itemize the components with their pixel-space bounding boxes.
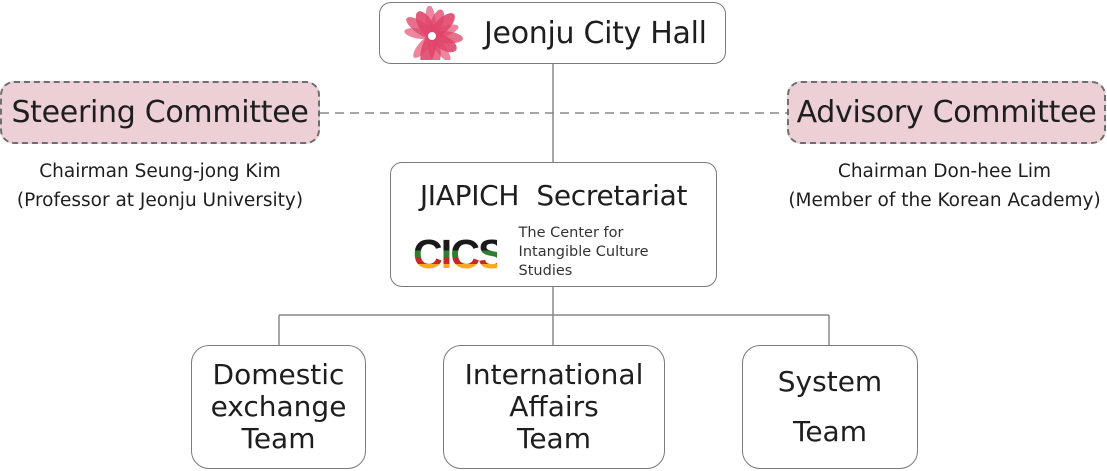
- advisory-chairman: Chairman Don-hee Lim: [837, 161, 1052, 182]
- advisory-committee-box: Advisory Committee: [787, 81, 1106, 144]
- advisory-committee-caption: Chairman Don-hee Lim (Member of the Kore…: [782, 157, 1107, 215]
- cics-logo-icon: CICS: [413, 233, 497, 273]
- jeonju-flower-logo-icon: [404, 6, 463, 60]
- team-system-line-2: Team: [792, 415, 867, 448]
- cics-org-line-1: The Center for: [518, 225, 624, 241]
- city-hall-box: Jeonju City Hall: [379, 2, 726, 64]
- flower-petal: [413, 35, 433, 58]
- team-system-box: System Team: [742, 345, 918, 469]
- secretariat-title: JIAPICH Secretariat: [419, 179, 688, 212]
- steering-affiliation: (Professor at Jeonju University): [16, 190, 304, 211]
- steering-chairman: Chairman Seung-jong Kim: [39, 161, 281, 182]
- team-international-line-1: International: [464, 358, 644, 391]
- team-domestic-line-1: Domestic: [212, 358, 345, 391]
- secretariat-box: JIAPICH Secretariat CICS Th: [390, 162, 717, 287]
- team-international-line-3: Team: [516, 422, 591, 455]
- team-domestic-line-3: Team: [241, 422, 316, 455]
- advisory-committee-title: Advisory Committee: [796, 95, 1097, 130]
- advisory-affiliation: (Member of the Korean Academy): [788, 190, 1101, 211]
- team-international-box: International Affairs Team: [443, 345, 665, 469]
- flower-center: [428, 32, 436, 40]
- team-domestic-line-2: exchange: [210, 390, 347, 423]
- cics-org-name: The Center for Intangible Culture Studie…: [519, 224, 695, 281]
- steering-committee-caption: Chairman Seung-jong Kim (Professor at Je…: [0, 157, 320, 215]
- team-system-line-1: System: [777, 365, 883, 398]
- team-international-line-2: Affairs: [509, 390, 599, 423]
- cics-org-line-2: Intangible Culture Studies: [518, 244, 649, 279]
- steering-committee-title: Steering Committee: [11, 95, 309, 130]
- steering-committee-box: Steering Committee: [0, 81, 320, 144]
- cics-logo-text: CICS: [413, 233, 497, 273]
- cics-logo-block: CICS The Center for Intangible Culture S…: [413, 224, 695, 281]
- city-hall-label: Jeonju City Hall: [484, 15, 707, 51]
- team-domestic-box: Domestic exchange Team: [191, 345, 366, 469]
